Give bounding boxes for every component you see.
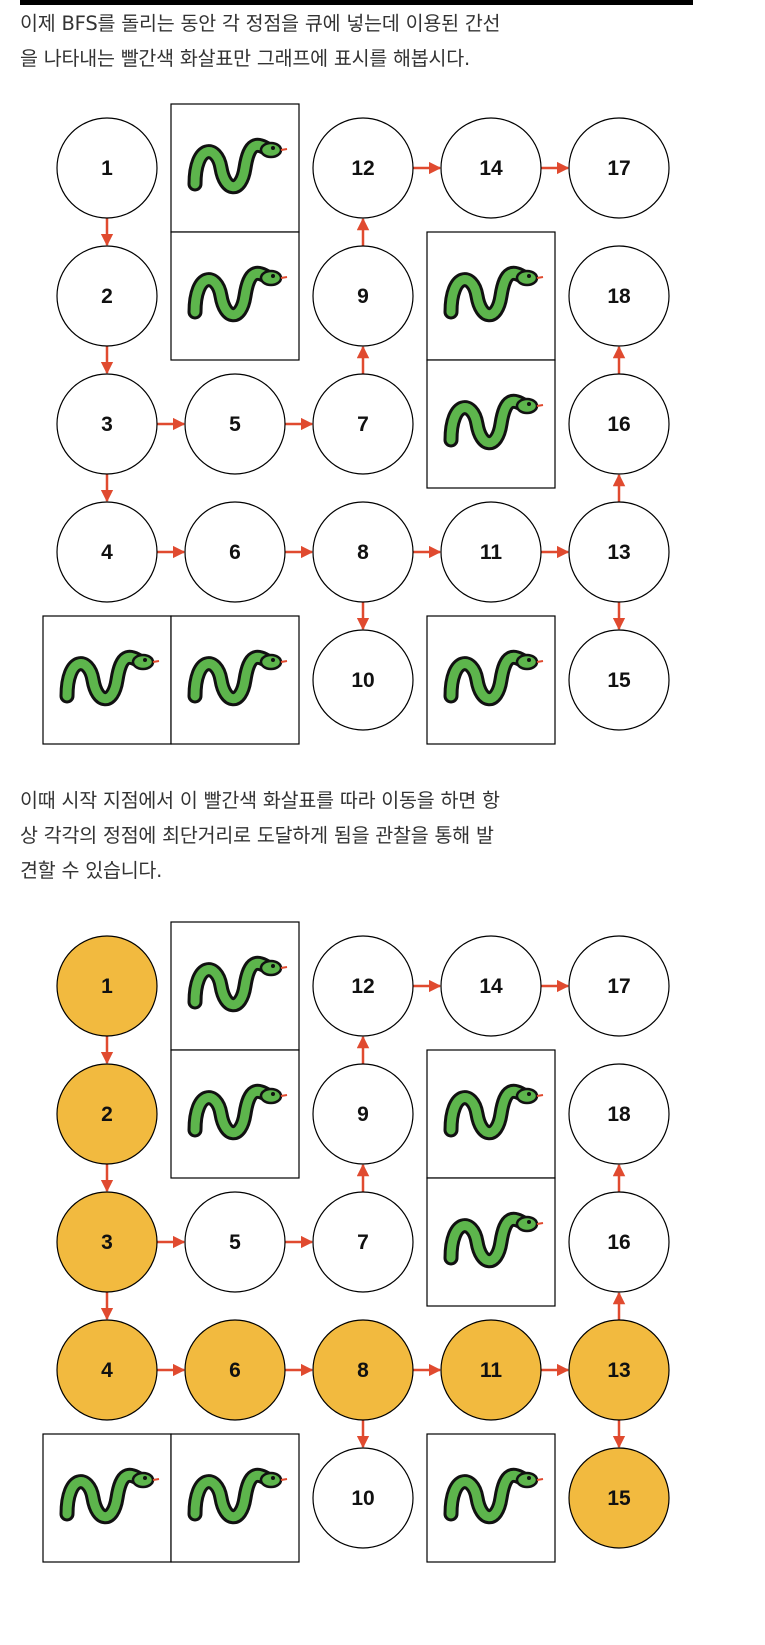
node-18-label: 18 xyxy=(607,1103,631,1126)
node-1-label: 1 xyxy=(101,975,113,998)
node-5-label: 5 xyxy=(229,1231,241,1254)
node-3-label: 3 xyxy=(101,1231,113,1254)
top-divider xyxy=(20,0,693,5)
node-2: 2 xyxy=(56,1063,158,1165)
node-13: 13 xyxy=(568,501,670,603)
node-17: 17 xyxy=(568,117,670,219)
snake-cell-icon xyxy=(170,921,300,1051)
node-5: 5 xyxy=(184,1191,286,1293)
paragraph-2-line-2: 상 각각의 정점에 최단거리로 도달하게 됨을 관찰을 통해 발 xyxy=(20,824,494,847)
node-14: 14 xyxy=(440,935,542,1037)
snake-cell-icon xyxy=(170,1433,300,1563)
snake-cell-icon xyxy=(426,359,556,489)
paragraph-2-line-3: 견할 수 있습니다. xyxy=(20,859,163,882)
node-12: 12 xyxy=(312,935,414,1037)
node-7: 7 xyxy=(312,373,414,475)
node-13: 13 xyxy=(568,1319,670,1421)
node-16-label: 16 xyxy=(607,1231,630,1254)
node-3: 3 xyxy=(56,1191,158,1293)
node-7-label: 7 xyxy=(357,1231,369,1254)
snake-cell-icon xyxy=(426,615,556,745)
node-1: 1 xyxy=(56,935,158,1037)
paragraph-1-line-1: 이제 BFS를 돌리는 동안 각 정점을 큐에 넣는데 이용된 간선 xyxy=(20,12,501,35)
node-15-label: 15 xyxy=(607,1487,631,1510)
node-9: 9 xyxy=(312,245,414,347)
node-8-label: 8 xyxy=(357,1359,369,1382)
node-4-label: 4 xyxy=(101,1359,113,1382)
node-18: 18 xyxy=(568,245,670,347)
node-3: 3 xyxy=(56,373,158,475)
node-2: 2 xyxy=(56,245,158,347)
node-15: 15 xyxy=(568,629,670,731)
snake-cell-icon xyxy=(426,1049,556,1179)
paragraph-1: 이제 BFS를 돌리는 동안 각 정점을 큐에 넣는데 이용된 간선 을 나타내… xyxy=(20,6,710,76)
node-10-label: 10 xyxy=(351,669,374,692)
node-16: 16 xyxy=(568,1191,670,1293)
node-3-label: 3 xyxy=(101,413,113,436)
node-11-label: 11 xyxy=(480,1359,503,1382)
node-6: 6 xyxy=(184,1319,286,1421)
node-18: 18 xyxy=(568,1063,670,1165)
snake-cell-icon xyxy=(170,615,300,745)
node-4: 4 xyxy=(56,501,158,603)
node-7: 7 xyxy=(312,1191,414,1293)
snake-cell-icon xyxy=(170,231,300,361)
node-8: 8 xyxy=(312,1319,414,1421)
node-12-label: 12 xyxy=(351,975,374,998)
node-6: 6 xyxy=(184,501,286,603)
node-6-label: 6 xyxy=(229,1359,241,1382)
node-17-label: 17 xyxy=(607,975,630,998)
paragraph-1-line-2: 을 나타내는 빨간색 화살표만 그래프에 표시를 해봅시다. xyxy=(20,47,471,70)
node-17-label: 17 xyxy=(607,157,630,180)
node-15: 15 xyxy=(568,1447,670,1549)
node-12: 12 xyxy=(312,117,414,219)
node-16-label: 16 xyxy=(607,413,630,436)
node-10: 10 xyxy=(312,629,414,731)
node-11: 11 xyxy=(440,501,542,603)
node-9-label: 9 xyxy=(357,1103,369,1126)
node-16: 16 xyxy=(568,373,670,475)
node-18-label: 18 xyxy=(607,285,631,308)
node-4-label: 4 xyxy=(101,541,113,564)
node-6-label: 6 xyxy=(229,541,241,564)
node-2-label: 2 xyxy=(101,285,113,308)
snake-cell-icon xyxy=(42,615,172,745)
node-9-label: 9 xyxy=(357,285,369,308)
paragraph-2-line-1: 이때 시작 지점에서 이 빨간색 화살표를 따라 이동을 하면 항 xyxy=(20,789,500,812)
node-5: 5 xyxy=(184,373,286,475)
node-9: 9 xyxy=(312,1063,414,1165)
node-7-label: 7 xyxy=(357,413,369,436)
node-8-label: 8 xyxy=(357,541,369,564)
snake-cell-icon xyxy=(426,1433,556,1563)
snake-cell-icon xyxy=(426,231,556,361)
node-14: 14 xyxy=(440,117,542,219)
node-5-label: 5 xyxy=(229,413,241,436)
node-10-label: 10 xyxy=(351,1487,374,1510)
snake-cell-icon xyxy=(170,1049,300,1179)
snake-cell-icon xyxy=(426,1177,556,1307)
node-11: 11 xyxy=(440,1319,542,1421)
node-8: 8 xyxy=(312,501,414,603)
node-17: 17 xyxy=(568,935,670,1037)
node-15-label: 15 xyxy=(607,669,631,692)
node-14-label: 14 xyxy=(479,975,503,998)
snake-cell-icon xyxy=(42,1433,172,1563)
node-14-label: 14 xyxy=(479,157,503,180)
node-13-label: 13 xyxy=(607,1359,630,1382)
node-1-label: 1 xyxy=(101,157,113,180)
snake-cell-icon xyxy=(170,103,300,233)
node-11-label: 11 xyxy=(480,541,503,564)
node-2-label: 2 xyxy=(101,1103,113,1126)
node-1: 1 xyxy=(56,117,158,219)
node-13-label: 13 xyxy=(607,541,630,564)
paragraph-2: 이때 시작 지점에서 이 빨간색 화살표를 따라 이동을 하면 항 상 각각의 … xyxy=(20,783,710,888)
node-12-label: 12 xyxy=(351,157,374,180)
node-4: 4 xyxy=(56,1319,158,1421)
node-10: 10 xyxy=(312,1447,414,1549)
